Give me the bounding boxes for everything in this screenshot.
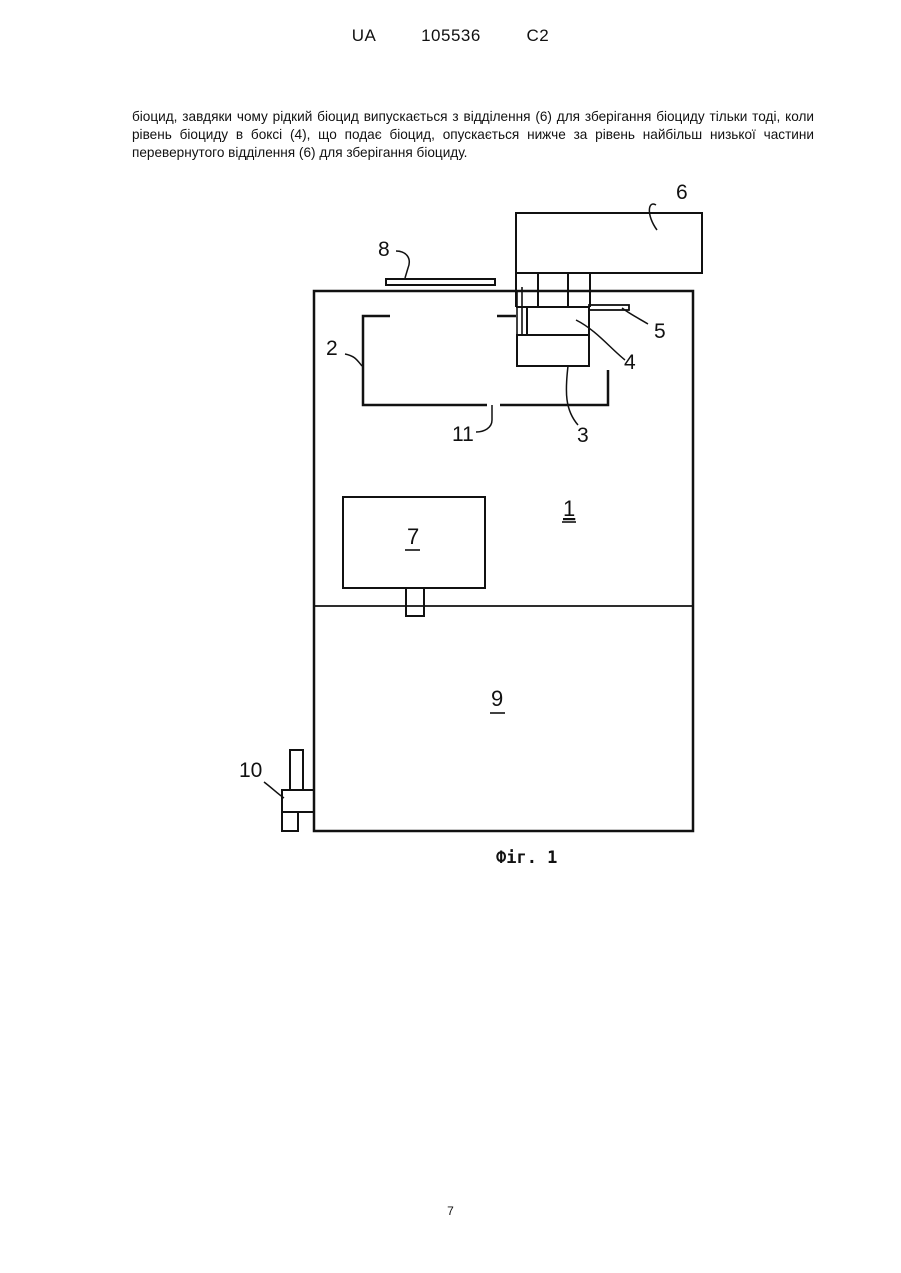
leader-4	[576, 320, 625, 360]
label-3: 3	[577, 424, 589, 447]
label-11: 11	[452, 423, 474, 446]
label-1: 1	[563, 496, 575, 521]
valve-10-body	[282, 790, 314, 812]
label-8: 8	[378, 238, 390, 261]
label-9: 9	[491, 686, 503, 711]
label-10: 10	[239, 759, 262, 782]
label-7: 7	[407, 524, 419, 549]
body-paragraph: біоцид, завдяки чому рідкий біоцид випус…	[132, 108, 814, 162]
lid-8	[386, 279, 495, 285]
feeder-box-4	[527, 307, 589, 335]
leader-2	[345, 354, 362, 366]
patent-figure-1: 6 8 2 5 4 3 11 1 7 9 10	[215, 175, 725, 875]
block-7-stem	[406, 588, 424, 616]
figure-caption: Фіг. 1	[496, 848, 557, 868]
storage-6	[516, 213, 702, 273]
feeder-wall	[517, 287, 522, 335]
label-6: 6	[676, 181, 688, 204]
leader-11	[476, 405, 492, 432]
container-1	[314, 291, 693, 831]
document-header: UA 105536 C2	[0, 26, 901, 46]
label-4: 4	[624, 351, 636, 374]
valve-10-bottom	[282, 812, 298, 831]
page-number: 7	[0, 1204, 901, 1218]
leader-6	[649, 204, 657, 230]
chamber-2	[363, 316, 608, 405]
leader-8	[396, 251, 409, 278]
reservoir-3	[517, 335, 589, 366]
valve-10-top	[290, 750, 303, 790]
label-5: 5	[654, 320, 666, 343]
leader-5	[622, 308, 648, 324]
label-2: 2	[326, 337, 338, 360]
leader-3	[566, 366, 578, 425]
